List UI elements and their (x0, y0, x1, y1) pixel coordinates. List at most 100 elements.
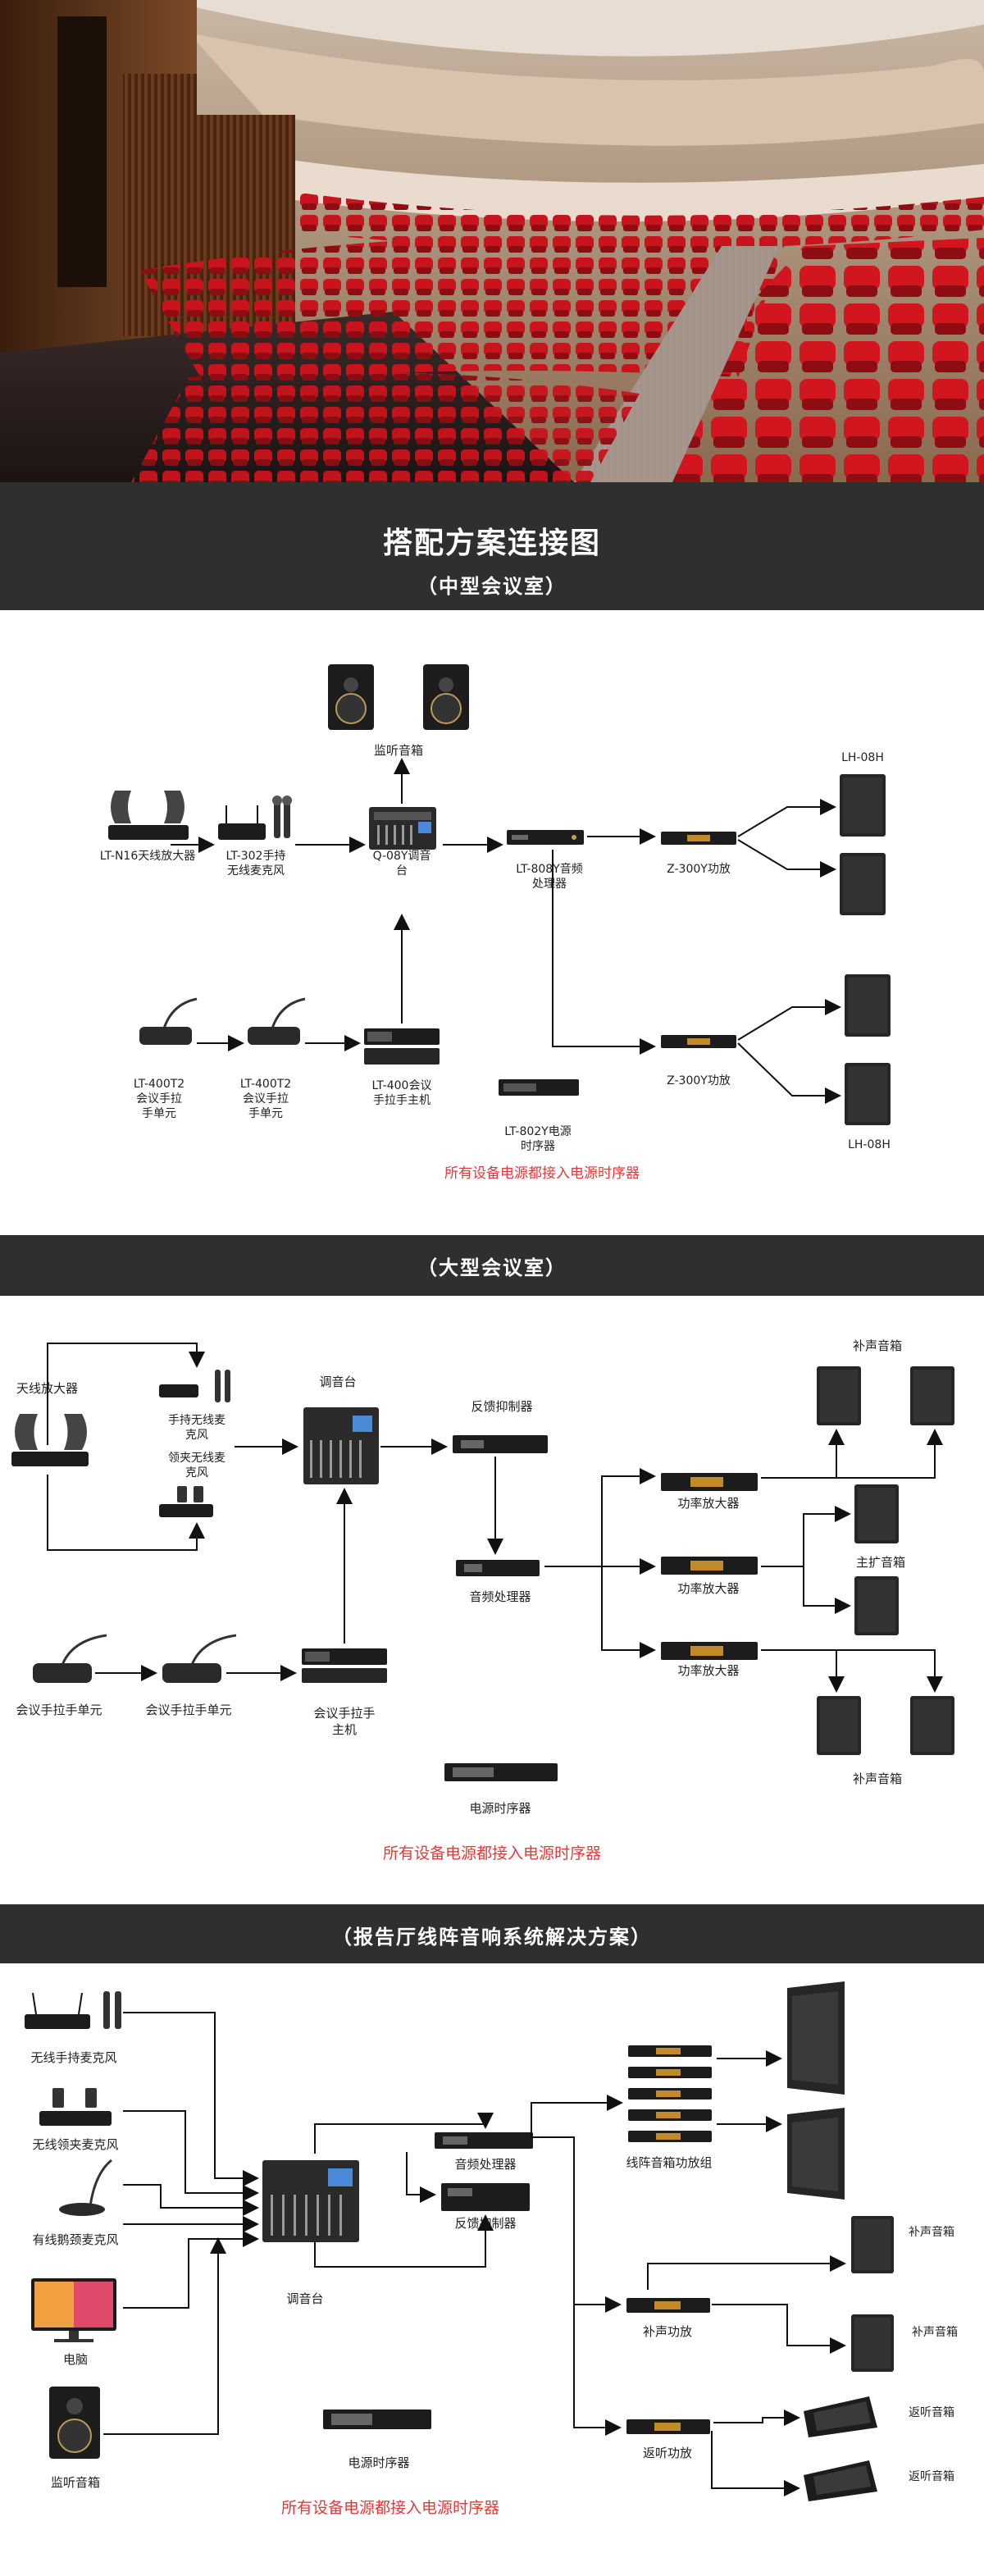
handheld-mic-receiver (218, 796, 292, 840)
handheld-label-line2: 克风 (185, 1429, 208, 1442)
unit2-line1: LT-400T2 (240, 1078, 291, 1091)
section3-subtitle: （报告厅线阵音响系统解决方案） (332, 1926, 652, 1949)
wireless-handheld-mic (25, 1991, 121, 2029)
fill-amp-label: 补声功放 (643, 2324, 692, 2339)
main-label: 主扩音箱 (856, 1555, 905, 1570)
power-amp-1 (661, 1473, 758, 1491)
power-amp-2 (661, 1557, 758, 1575)
unit2-line3: 手单元 (248, 1107, 283, 1120)
handheld-wireless-mic (159, 1370, 230, 1402)
mixer-label: 调音台 (319, 1375, 356, 1389)
mixer-label-line1: Q-08Y调音 (373, 849, 431, 863)
fill-speaker-1 (817, 1366, 861, 1425)
section2-subtitle: （大型会议室） (417, 1256, 567, 1279)
unit2-line2: 会议手拉 (243, 1092, 289, 1106)
monitor-speaker (49, 2387, 100, 2459)
conference-host-device (364, 1028, 440, 1065)
feedback-suppressor-device (441, 2183, 530, 2211)
section2-header: （大型会议室） (0, 1235, 984, 1296)
unit2-label: 会议手拉手单元 (145, 1703, 231, 1717)
unit1-line3: 手单元 (142, 1107, 176, 1120)
section2-arrows (47, 1343, 943, 1693)
section3-wiring-svg: 无线手持麦克风 无线领夹麦克风 有线鹅颈麦克风 电脑 监听音箱 调音台 音频处理… (25, 1981, 958, 2517)
section1-arrows (171, 758, 841, 1104)
section1-note: 所有设备电源都接入电源时序器 (444, 1165, 640, 1182)
feedback-suppressor-device (453, 1435, 548, 1453)
wireless-lapel-mic (39, 2088, 112, 2126)
return-wedge-1 (804, 2396, 877, 2437)
amplifier-bottom-device (661, 1035, 736, 1048)
lh-speaker-3 (845, 974, 891, 1037)
fill2-label: 补声音箱 (912, 2325, 958, 2339)
fill-speaker-3 (817, 1696, 861, 1755)
sequencer-line2: 时序器 (521, 1140, 555, 1153)
lapel-label: 无线领夹麦克风 (32, 2137, 118, 2152)
amp3-label: 功率放大器 (677, 1663, 739, 1678)
mixer-device (369, 807, 436, 850)
lh-bottom-label: LH-08H (848, 1138, 891, 1151)
lapel-label-line2: 克风 (185, 1466, 208, 1479)
feedback-label: 反馈抑制器 (471, 1399, 532, 1414)
monitor-speaker-right (423, 664, 469, 730)
lapel-wireless-mic (159, 1486, 213, 1517)
fill-amp-device (626, 2298, 710, 2313)
lh-speaker-1 (840, 774, 886, 837)
host-label-line1: 会议手拉手 (313, 1706, 375, 1721)
fill1-label: 补声音箱 (909, 2225, 954, 2239)
amp1-label: 功率放大器 (677, 1496, 739, 1511)
handheld-label-line1: 手持无线麦 (168, 1414, 226, 1427)
amp2-label: 功率放大器 (677, 1581, 739, 1596)
lapel-label-line1: 领夹无线麦 (168, 1452, 226, 1465)
fill-speaker-4 (910, 1696, 954, 1755)
mixer-device (303, 1407, 379, 1484)
processor-label: 音频处理器 (469, 1589, 531, 1604)
computer-monitor (31, 2278, 116, 2342)
gooseneck-label: 有线鹅颈麦克风 (32, 2232, 118, 2247)
audio-processor-device (435, 2132, 533, 2149)
line-array-speaker-bottom (787, 2108, 845, 2200)
return2-label: 返听音箱 (909, 2469, 954, 2483)
receiver-label: LT-N16天线放大器 (100, 850, 195, 863)
section2-wiring-svg: 天线放大器 手持无线麦 克风 领夹无线麦 克风 调音台 反馈抑制器 音频处理器 … (11, 1338, 954, 1862)
power-sequencer-device (323, 2410, 431, 2429)
mixer-label-line2: 台 (396, 864, 408, 878)
conference-unit-1 (33, 1634, 107, 1683)
audio-processor-device (456, 1560, 540, 1576)
gooseneck-mic (59, 2159, 112, 2216)
section1-wiring-svg: 监听音箱 LT-N16天线放大器 LT-302手持 无线麦克风 Q-08Y调音 … (100, 664, 891, 1182)
amplifier-top-device (661, 832, 736, 845)
lh-speaker-4 (845, 1063, 891, 1125)
conference-unit-2 (162, 1634, 237, 1683)
antenna-amplifier-device (108, 791, 189, 840)
lh-top-label: LH-08H (841, 751, 884, 764)
section1-header: 搭配方案连接图 （中型会议室） (0, 482, 984, 610)
fill-bottom-label: 补声音箱 (853, 1771, 902, 1786)
section1-subtitle: （中型会议室） (417, 575, 567, 598)
sequencer-label: 电源时序器 (348, 2455, 409, 2470)
return-amp-label: 返听功放 (643, 2446, 692, 2460)
amp-top-label: Z-300Y功放 (667, 863, 731, 876)
power-sequencer-device (499, 1079, 579, 1096)
lh-speaker-2 (840, 853, 886, 915)
section3-diagram: 无线手持麦克风 无线领夹麦克风 有线鹅颈麦克风 电脑 监听音箱 调音台 音频处理… (0, 1963, 984, 2576)
pc-label: 电脑 (63, 2352, 88, 2367)
fill-top-label: 补声音箱 (853, 1338, 902, 1353)
section3-header: （报告厅线阵音响系统解决方案） (0, 1904, 984, 1963)
host-label-line2: 主机 (332, 1722, 357, 1737)
sequencer-label: 电源时序器 (469, 1801, 531, 1816)
mixer-device (262, 2160, 359, 2242)
antenna-amplifier-device (11, 1414, 89, 1466)
host-line1: LT-400会议 (372, 1079, 432, 1092)
power-sequencer-device (444, 1763, 558, 1781)
host-line2: 手拉手主机 (373, 1094, 430, 1107)
audio-processor-device (507, 830, 584, 845)
power-amp-3 (661, 1642, 758, 1660)
main-speaker-2 (854, 1576, 899, 1635)
return-wedge-2 (804, 2460, 877, 2501)
processor-label: 音频处理器 (454, 2157, 516, 2172)
section1-title: 搭配方案连接图 (382, 527, 601, 560)
line-array-amp-group (628, 2045, 712, 2142)
unit1-label: 会议手拉手单元 (16, 1703, 102, 1717)
mic-label-line1: LT-302手持 (226, 850, 286, 863)
fill-speaker-2 (851, 2314, 894, 2372)
